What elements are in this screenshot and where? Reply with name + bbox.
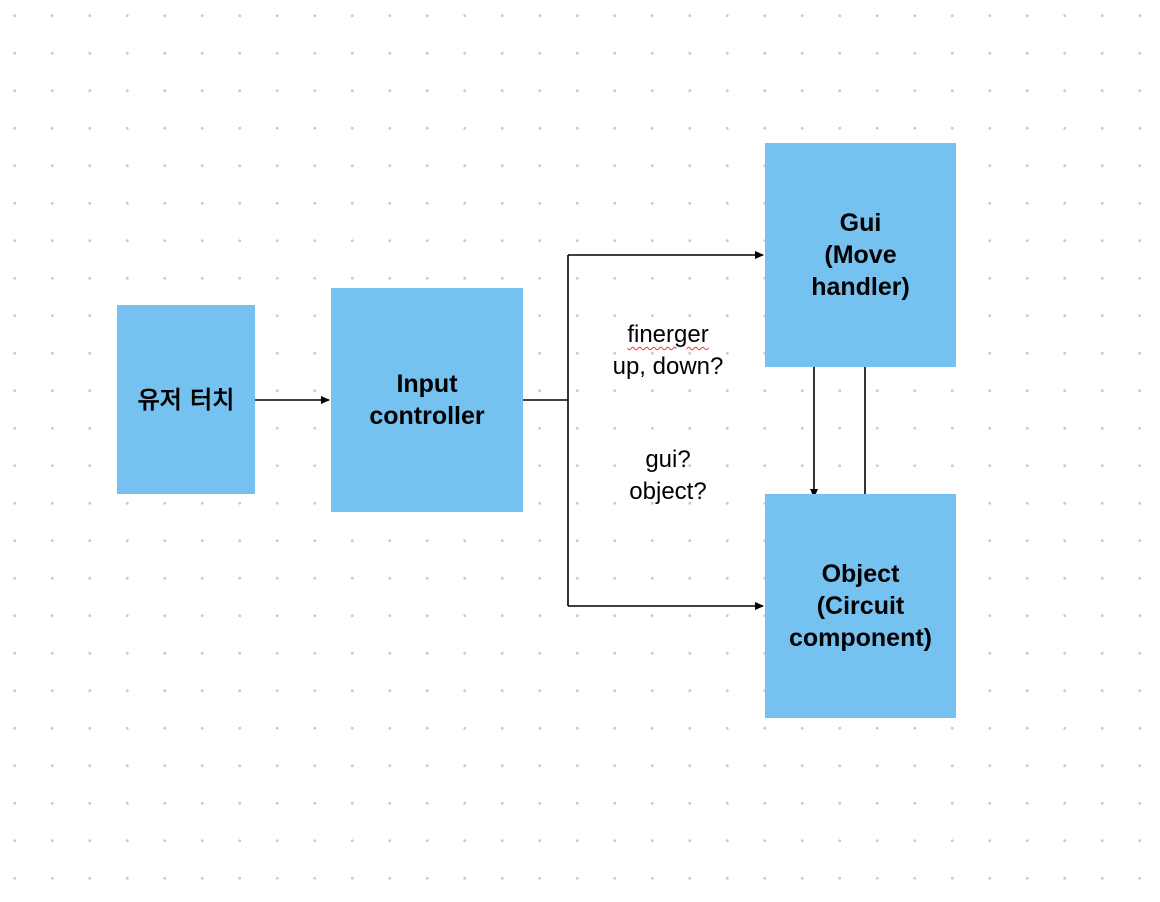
- target-question-note[interactable]: gui? object?: [588, 412, 748, 508]
- user-touch-label: 유저 터치: [137, 385, 235, 414]
- target-question-text: gui? object?: [629, 446, 707, 505]
- finger-direction-note[interactable]: finerger up, down?: [588, 319, 748, 383]
- input-controller-label: Input controller: [369, 370, 485, 430]
- input-controller-node[interactable]: Input controller: [331, 288, 523, 512]
- finger-direction-question: up, down?: [612, 353, 724, 380]
- gui-node[interactable]: Gui (Move handler): [765, 143, 956, 367]
- gui-label: Gui (Move handler): [811, 209, 910, 301]
- object-node[interactable]: Object (Circuit component): [765, 494, 956, 718]
- object-label: Object (Circuit component): [788, 560, 933, 652]
- finger-word-misspelled: finerger: [627, 321, 709, 348]
- user-touch-node[interactable]: 유저 터치: [117, 305, 255, 494]
